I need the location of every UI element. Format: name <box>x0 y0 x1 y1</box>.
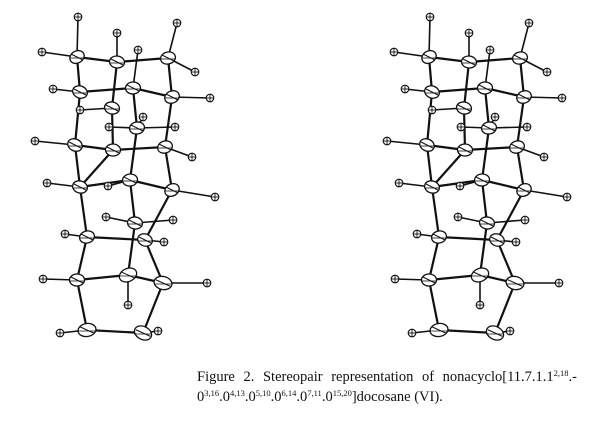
ellipsoid-axis <box>135 329 151 337</box>
c-c-bond <box>141 282 165 334</box>
ellipsoid-axis <box>420 141 434 149</box>
c-c-bond <box>427 279 441 331</box>
molecule-left-view <box>30 12 220 341</box>
c-c-bond <box>438 235 498 242</box>
ellipsoid-axis <box>510 143 524 151</box>
c-c-bond <box>78 186 89 238</box>
c-c-bond <box>462 61 471 109</box>
c-c-bond <box>126 222 137 276</box>
ellipsoid-axis <box>165 186 179 194</box>
ellipsoid-axis <box>155 279 171 287</box>
ellipsoid-axis <box>138 236 152 244</box>
ellipsoid-axis <box>490 236 504 244</box>
caption-line-1: Figure 2. Stereopair representation of n… <box>197 368 577 385</box>
c-c-bond <box>483 87 491 129</box>
c-c-bond <box>163 96 174 148</box>
ellipsoid-axis <box>128 219 142 227</box>
ellipsoid-axis <box>475 176 489 184</box>
c-c-bond <box>75 279 89 331</box>
c-c-bond <box>425 91 434 146</box>
ellipsoid-axis <box>130 124 144 132</box>
c-c-bond <box>86 235 146 242</box>
c-c-bond <box>128 179 137 224</box>
ellipsoid-axis <box>422 53 436 61</box>
c-c-bond <box>116 56 169 64</box>
ellipsoid-axis <box>507 279 523 287</box>
c-c-bond <box>73 144 82 188</box>
caption-line-2: 03,16.04,13.05,10.06,14.07,11.015,20]doc… <box>197 388 443 405</box>
ellipsoid-axis <box>68 141 82 149</box>
c-c-bond <box>480 179 489 224</box>
ellipsoid-axis <box>517 186 531 194</box>
c-c-bond <box>112 145 166 152</box>
c-c-bond <box>128 127 139 181</box>
c-c-bond <box>427 236 441 281</box>
c-c-bond <box>431 86 486 94</box>
ellipsoid-axis <box>73 88 87 96</box>
ellipsoid-axis <box>457 104 471 112</box>
ellipsoid-axis <box>158 143 172 151</box>
c-c-bond <box>79 149 114 188</box>
ellipsoid-axis <box>105 104 119 112</box>
ellipsoid-axis <box>70 276 84 284</box>
ellipsoid-axis <box>432 233 446 241</box>
c-c-bond <box>478 222 489 276</box>
c-c-bond <box>515 96 526 148</box>
ellipsoid-axis <box>73 183 87 191</box>
c-c-bond <box>79 86 134 94</box>
ellipsoid-axis <box>79 326 95 334</box>
ellipsoid-axis <box>80 233 94 241</box>
ellipsoid-axis <box>422 276 436 284</box>
c-c-bond <box>468 56 521 64</box>
ellipsoid-axis <box>106 146 120 154</box>
c-c-bond <box>425 144 434 188</box>
c-c-bond <box>430 186 441 238</box>
ellipsoid-axis <box>431 326 447 334</box>
c-c-bond <box>73 91 82 146</box>
c-c-bond <box>480 127 491 181</box>
ellipsoid-axis <box>110 58 124 66</box>
c-c-bond <box>464 145 518 152</box>
ellipsoid-axis <box>70 53 84 61</box>
ellipsoid-axis <box>478 84 492 92</box>
figure-label: Figure 2. <box>197 369 255 385</box>
ellipsoid-axis <box>425 183 439 191</box>
ellipsoid-axis <box>487 329 503 337</box>
ellipsoid-axis <box>165 93 179 101</box>
stereopair-figure <box>30 12 572 341</box>
c-c-bond <box>163 146 174 191</box>
c-c-bond <box>75 236 89 281</box>
ellipsoid-axis <box>425 88 439 96</box>
c-c-bond <box>131 87 139 129</box>
c-c-bond <box>496 189 525 241</box>
ellipsoid-axis <box>462 58 476 66</box>
molecule-right-view <box>382 12 572 341</box>
ellipsoid-axis <box>120 271 136 279</box>
ellipsoid-axis <box>517 93 531 101</box>
ellipsoid-axis <box>123 176 137 184</box>
c-c-bond <box>110 61 119 109</box>
ellipsoid-axis <box>482 124 496 132</box>
ellipsoid-axis <box>458 146 472 154</box>
ellipsoid-axis <box>126 84 140 92</box>
c-c-bond <box>144 189 173 241</box>
ellipsoid-axis <box>472 271 488 279</box>
ellipsoid-axis <box>161 54 175 62</box>
ellipsoid-axis <box>480 219 494 227</box>
c-c-bond <box>431 149 466 188</box>
c-c-bond <box>515 146 526 191</box>
ellipsoid-axis <box>513 54 527 62</box>
c-c-bond <box>493 282 517 334</box>
